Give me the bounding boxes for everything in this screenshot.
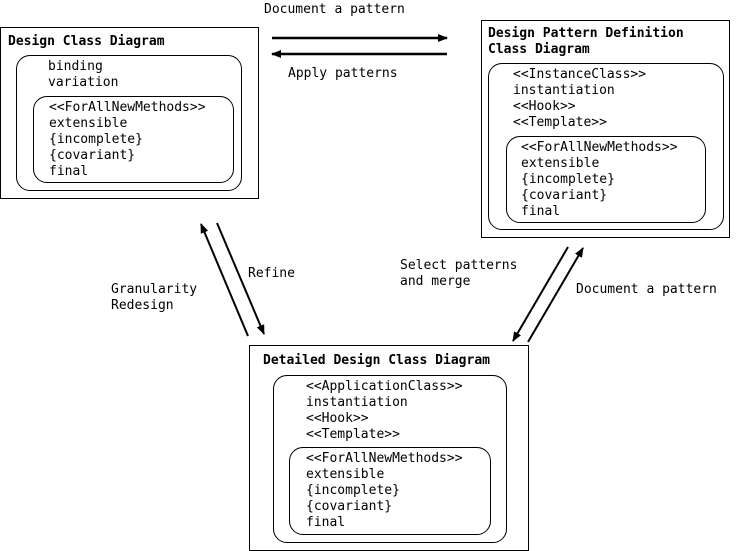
design-class-line: binding [48,59,103,74]
constraint-line: extensible [49,116,128,131]
design-class-line: variation [48,75,119,90]
constraint-line: {covariant} [521,188,608,203]
arrow-redesign [200,223,249,337]
design-class-diagram-box: Design Class Diagram binding variation <… [0,27,259,199]
detailed-design-line: <<Hook>> [306,411,369,426]
label-document-pattern-right: Document a pattern [576,282,717,297]
arrow-refine [216,222,265,335]
detailed-design-inner-compartment: <<ForAllNewMethods>> extensible {incompl… [289,447,491,535]
label-apply-patterns: Apply patterns [288,66,398,81]
constraint-line: final [49,164,89,179]
arrow-select-merge [512,246,569,342]
label-granularity: Granularity [111,282,198,297]
constraint-line: {covariant} [49,148,136,163]
detailed-design-line: instantiation [306,395,408,410]
label-and-merge: and merge [400,274,471,289]
pattern-definition-outer-compartment: <<InstanceClass>> instantiation <<Hook>>… [488,63,724,230]
pattern-definition-inner-compartment: <<ForAllNewMethods>> extensible {incompl… [506,136,706,223]
pattern-definition-line: <<Hook>> [513,99,576,114]
design-class-inner-compartment: <<ForAllNewMethods>> extensible {incompl… [33,96,234,183]
design-class-diagram-title: Design Class Diagram [8,34,165,49]
constraint-line: final [521,204,561,219]
constraint-line: {incomplete} [521,172,615,187]
pattern-definition-title-line2: Class Diagram [488,42,590,57]
pattern-definition-line: <<Template>> [513,115,607,130]
pattern-definition-title-line1: Design Pattern Definition [488,26,684,41]
label-redesign: Redesign [111,298,174,313]
stereotype-label: <<ForAllNewMethods>> [49,100,206,115]
label-refine: Refine [248,266,295,281]
constraint-line: {incomplete} [49,132,143,147]
design-class-outer-compartment: binding variation <<ForAllNewMethods>> e… [16,55,242,191]
detailed-design-line: <<Template>> [306,427,400,442]
detailed-design-outer-compartment: <<ApplicationClass>> instantiation <<Hoo… [273,375,507,543]
detailed-design-title: Detailed Design Class Diagram [263,353,490,368]
label-document-pattern-top: Document a pattern [264,2,405,17]
constraint-line: {incomplete} [306,483,400,498]
constraint-line: final [306,515,346,530]
constraint-line: {covariant} [306,499,393,514]
constraint-line: extensible [521,156,600,171]
detailed-design-box: Detailed Design Class Diagram <<Applicat… [249,345,529,551]
arrow-document-pattern-right [527,247,584,343]
label-select-patterns: Select patterns [400,258,518,273]
constraint-line: extensible [306,467,385,482]
pattern-definition-line: instantiation [513,83,615,98]
detailed-design-line: <<ApplicationClass>> [306,379,463,394]
pattern-definition-line: <<InstanceClass>> [513,67,647,82]
stereotype-label: <<ForAllNewMethods>> [306,451,463,466]
pattern-definition-box: Design Pattern Definition Class Diagram … [481,20,730,238]
stereotype-label: <<ForAllNewMethods>> [521,140,678,155]
